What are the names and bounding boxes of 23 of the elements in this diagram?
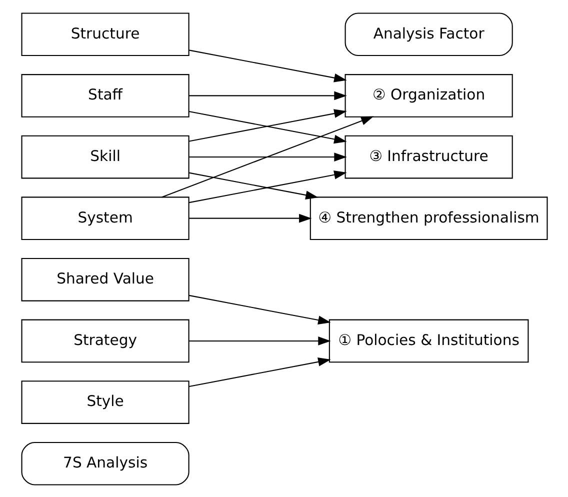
arrow [188, 90, 346, 100]
arrow [188, 294, 330, 324]
arrow [188, 213, 312, 222]
node-box: ① Polocies & Institutions [328, 318, 528, 362]
arrow [188, 49, 346, 82]
node-box: System [20, 196, 189, 240]
arrow [188, 152, 346, 161]
node-box: ④ Strengthen professionalism [309, 196, 548, 240]
node-box: ② Organization [344, 74, 512, 117]
node-box: ③ Infrastructure [344, 134, 512, 178]
node-box: Style [20, 380, 189, 424]
node-box: Structure [20, 12, 189, 56]
node-box: Skill [20, 134, 189, 178]
node-box: Staff [20, 74, 189, 117]
node-box: 7S Analysis [20, 441, 189, 485]
arrow [188, 172, 318, 199]
node-box: Strategy [20, 318, 189, 362]
arrow [188, 336, 330, 345]
node-box: Shared Value [20, 257, 189, 301]
arrow [161, 116, 374, 198]
arrow [188, 356, 330, 387]
node-box: Analysis Factor [344, 12, 512, 56]
arrow [188, 170, 346, 203]
